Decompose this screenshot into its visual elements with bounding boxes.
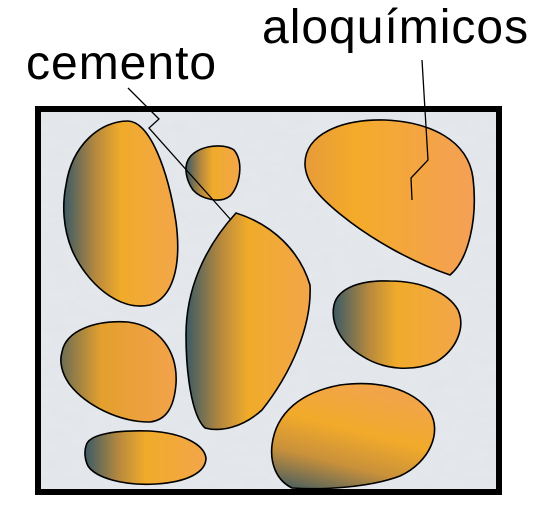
allochem-grain (186, 146, 240, 200)
allochem-grain (85, 431, 206, 484)
